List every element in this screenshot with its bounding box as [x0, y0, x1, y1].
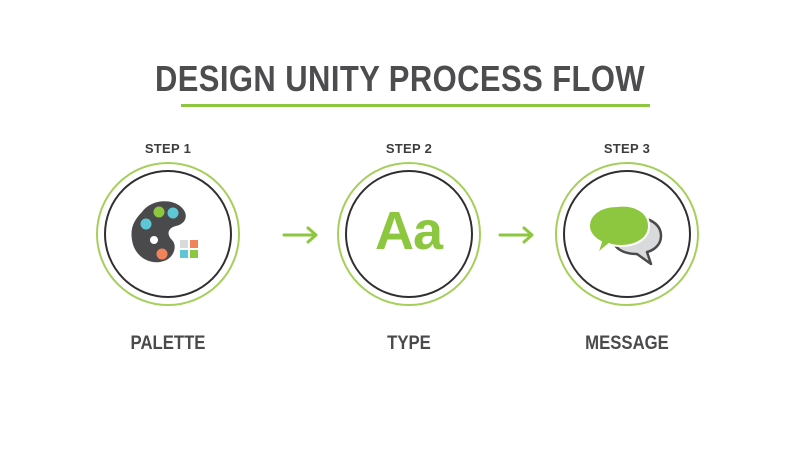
swatch-teal: [180, 250, 188, 258]
step-2-outer-ring: Aa: [337, 162, 481, 306]
palette-icon: [131, 201, 198, 263]
swatch-orange: [190, 240, 198, 248]
paint-dot-teal: [140, 218, 152, 230]
step-3-label: STEP 3: [603, 141, 651, 156]
chat-bubbles-icon: [588, 204, 663, 266]
step-2: STEP 2 Aa TYPE: [329, 140, 489, 354]
arrow-right-icon: [282, 226, 318, 244]
step-1-label: STEP 1: [144, 141, 192, 156]
step-3-name: MESSAGE: [585, 333, 669, 354]
paint-dot-orange: [156, 248, 168, 260]
step-2-name: TYPE: [387, 333, 431, 354]
swatch-green: [190, 250, 198, 258]
step-3-inner-ring: [563, 170, 691, 298]
step-2-label: STEP 2: [385, 141, 433, 156]
chat-bubble-front: [588, 204, 650, 255]
step-1: STEP 1 PALETTE: [88, 140, 248, 354]
type-icon: Aa: [347, 172, 470, 295]
step-2-inner-ring: Aa: [345, 170, 473, 298]
step-3: STEP 3 MESSAGE: [547, 140, 707, 354]
step-1-name: PALETTE: [130, 333, 206, 354]
paint-dot-green: [153, 206, 165, 218]
step-3-outer-ring: [555, 162, 699, 306]
step-1-inner-ring: [104, 170, 232, 298]
title-underline: [181, 104, 650, 107]
diagram-title: DESIGN UNITY PROCESS FLOW: [154, 58, 646, 99]
type-icon-text: Aa: [374, 201, 443, 261]
palette-thumb-hole: [150, 236, 158, 244]
paint-dot-cyan: [167, 207, 179, 219]
arrow-right-icon: [498, 226, 534, 244]
step-1-outer-ring: [96, 162, 240, 306]
swatch-gray: [180, 240, 188, 248]
